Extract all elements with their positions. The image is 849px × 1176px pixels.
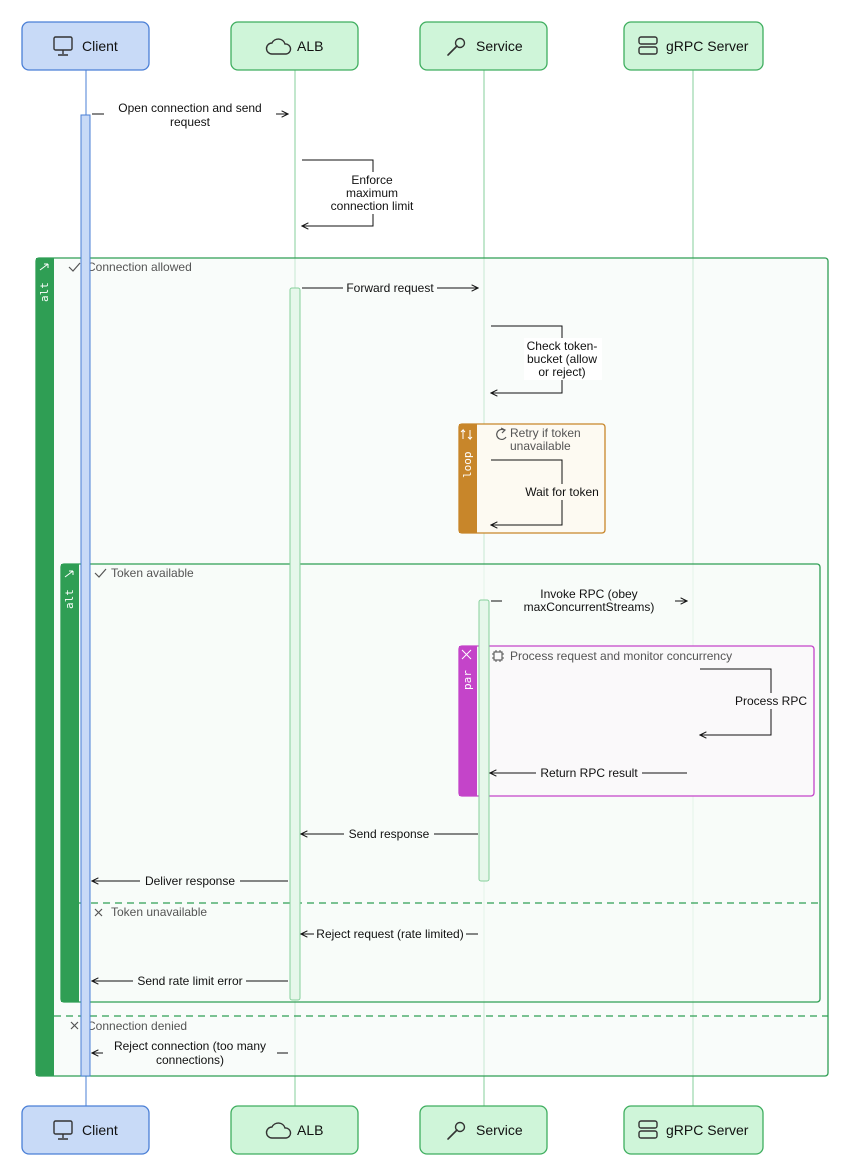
msg-check-token-line2: bucket (allow bbox=[527, 352, 597, 366]
msg-reject-connection-line2: connections) bbox=[156, 1053, 224, 1067]
par-tag: par bbox=[461, 670, 474, 690]
loop-cond-line1: Retry if token bbox=[510, 426, 581, 440]
outer-alt-tag: alt bbox=[38, 282, 51, 302]
msg-open-connection-line1: Open connection and send bbox=[118, 101, 261, 115]
monitor-icon bbox=[53, 1120, 73, 1140]
monitor-icon bbox=[53, 36, 73, 56]
inner-alt-tag: alt bbox=[63, 589, 76, 609]
alb-activation bbox=[289, 287, 301, 1001]
msg-invoke-rpc-line1: Invoke RPC (obey bbox=[540, 587, 637, 601]
server-icon bbox=[638, 1120, 658, 1139]
service-activation bbox=[478, 599, 490, 882]
actor-alb-label: ALB bbox=[297, 38, 323, 54]
chip-icon bbox=[492, 650, 504, 662]
msg-return-rpc: Return RPC result bbox=[540, 766, 638, 780]
actor-alb-top: ALB bbox=[230, 21, 359, 71]
cross-icon bbox=[70, 1021, 79, 1030]
loop-arrows-icon bbox=[460, 428, 473, 441]
check-icon bbox=[94, 568, 107, 578]
par-icon bbox=[461, 649, 472, 660]
cond-connection-denied: Connection denied bbox=[87, 1019, 187, 1033]
par-cond: Process request and monitor concurrency bbox=[510, 649, 732, 663]
msg-process-rpc: Process RPC bbox=[735, 694, 807, 708]
msg-check-token-line3: or reject) bbox=[538, 365, 585, 379]
cross-icon bbox=[94, 908, 103, 917]
actor-grpc-bottom: gRPC Server bbox=[623, 1105, 764, 1155]
msg-send-rate-error: Send rate limit error bbox=[137, 974, 242, 988]
cond-connection-allowed: Connection allowed bbox=[87, 260, 192, 274]
msg-check-token-line1: Check token- bbox=[527, 339, 598, 353]
inner-alt-icon bbox=[64, 570, 74, 578]
actor-grpc-label: gRPC Server bbox=[666, 1122, 749, 1138]
outer-alt-icon bbox=[39, 263, 49, 271]
check-label-bg bbox=[524, 338, 602, 380]
loop-frame: loop Retry if token unavailable bbox=[458, 423, 606, 534]
msg-wait-token: Wait for token bbox=[525, 485, 599, 499]
loop-tag: loop bbox=[461, 452, 474, 479]
actor-service-label: Service bbox=[476, 38, 523, 54]
actor-client-bottom: Client bbox=[21, 1105, 150, 1155]
actor-grpc-label: gRPC Server bbox=[666, 38, 749, 54]
check-icon bbox=[68, 262, 81, 272]
actor-service-bottom: Service bbox=[419, 1105, 548, 1155]
msg-reject-connection-line1: Reject connection (too many bbox=[114, 1039, 266, 1053]
actor-service-top: Service bbox=[419, 21, 548, 71]
server-icon bbox=[638, 36, 658, 55]
actor-client-label: Client bbox=[82, 1122, 118, 1138]
msg-send-response: Send response bbox=[349, 827, 430, 841]
actor-grpc-top: gRPC Server bbox=[623, 21, 764, 71]
cloud-icon bbox=[265, 38, 292, 55]
actor-alb-label: ALB bbox=[297, 1122, 323, 1138]
msg-enforce-limit-line1: Enforce bbox=[351, 173, 393, 187]
enforce-label-bg bbox=[330, 172, 414, 214]
actor-service-label: Service bbox=[476, 1122, 523, 1138]
actor-client-label: Client bbox=[82, 38, 118, 54]
msg-invoke-rpc-line2: maxConcurrentStreams) bbox=[524, 600, 655, 614]
loop-cond-line2: unavailable bbox=[510, 439, 571, 453]
msg-open-connection-line2: request bbox=[170, 115, 211, 129]
cloud-icon bbox=[265, 1122, 292, 1139]
msg-reject-request: Reject request (rate limited) bbox=[316, 927, 463, 941]
wrench-icon bbox=[447, 37, 466, 56]
msg-deliver-response: Deliver response bbox=[145, 874, 235, 888]
process-label-bg bbox=[733, 693, 809, 709]
cond-token-available: Token available bbox=[111, 566, 194, 580]
actor-client-top: Client bbox=[21, 21, 150, 71]
par-frame: par Process request and monitor concurre… bbox=[458, 645, 815, 797]
refresh-icon bbox=[496, 427, 507, 441]
actor-alb-bottom: ALB bbox=[230, 1105, 359, 1155]
msg-enforce-limit-line2: maximum bbox=[346, 186, 398, 200]
cond-token-unavailable: Token unavailable bbox=[111, 905, 207, 919]
client-activation bbox=[80, 114, 91, 1077]
msg-forward-request: Forward request bbox=[346, 281, 434, 295]
wrench-icon bbox=[447, 1121, 466, 1140]
msg-enforce-limit-line3: connection limit bbox=[331, 199, 414, 213]
wait-label-bg bbox=[522, 484, 602, 500]
